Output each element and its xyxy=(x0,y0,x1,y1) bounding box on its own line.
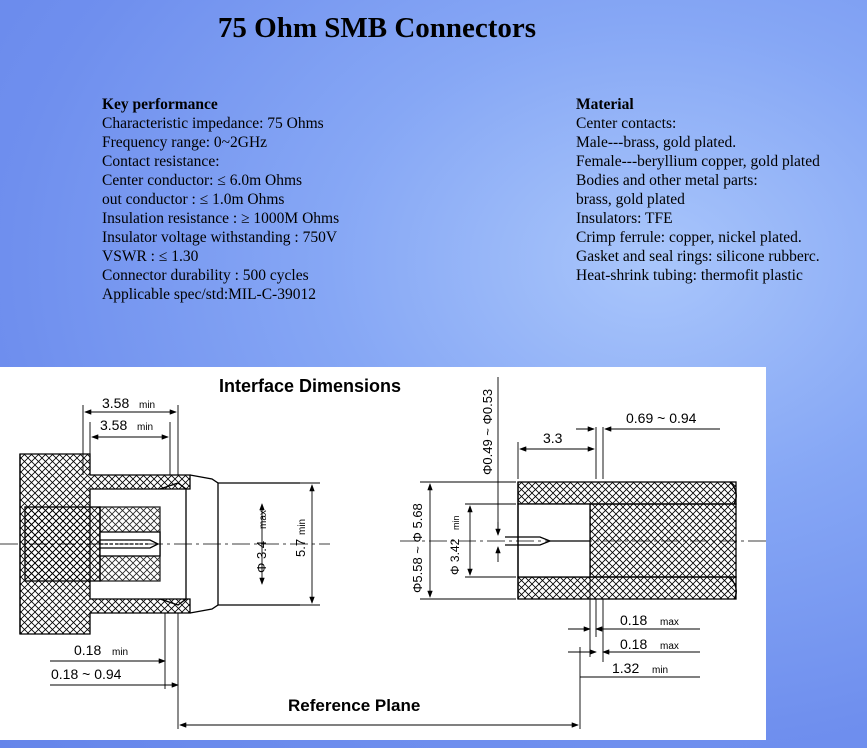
dim-phi049: Φ0.49 ~ Φ0.53 xyxy=(480,389,495,475)
material-line: Heat-shrink tubing: thermofit plastic xyxy=(576,267,803,284)
dim-358-a: 3.58 xyxy=(102,395,129,411)
spec-line: Center conductor: ≤ 6.0m Ohms xyxy=(102,172,303,189)
dim-phi34-sub: max xyxy=(258,510,269,529)
dim-33: 3.3 xyxy=(543,430,563,446)
key-performance-heading: Key performance xyxy=(102,96,218,113)
dim-018-max-b-sub: max xyxy=(660,641,679,652)
spec-line: Insulation resistance : ≥ 1000M Ohms xyxy=(102,210,340,227)
dim-018-min: 0.18 xyxy=(74,642,101,658)
material-line: Gasket and seal rings: silicone rubberc. xyxy=(576,248,820,265)
dim-phi34: Φ 3.4 xyxy=(254,541,269,573)
key-performance-section: Key performance Characteristic impedance… xyxy=(102,95,339,304)
right-connector-body xyxy=(505,481,737,600)
spec-line: VSWR : ≤ 1.30 xyxy=(102,248,199,265)
dim-358-b: 3.58 xyxy=(100,417,127,433)
dim-phi558: Φ5.58 ~ Φ 5.68 xyxy=(410,503,425,593)
interface-dimensions-drawing: Interface Dimensions xyxy=(0,367,766,740)
dim-018-min-sub: min xyxy=(112,647,128,658)
material-section: Material Center contacts: Male---brass, … xyxy=(576,95,820,285)
material-line: Bodies and other metal parts: xyxy=(576,172,758,189)
left-dimension-lines xyxy=(50,405,320,729)
dim-018-max-a-sub: max xyxy=(660,617,679,628)
spec-line: Applicable spec/std:MIL-C-39012 xyxy=(102,286,316,303)
right-dimension-lines xyxy=(420,377,720,729)
spec-line: Insulator voltage withstanding : 750V xyxy=(102,229,338,246)
material-line: Crimp ferrule: copper, nickel plated. xyxy=(576,229,802,246)
page-title: 75 Ohm SMB Connectors xyxy=(217,12,537,44)
material-line: Female---beryllium copper, gold plated xyxy=(576,153,820,170)
dim-069-094: 0.69 ~ 0.94 xyxy=(626,410,697,426)
dim-018-max-a: 0.18 xyxy=(620,612,647,628)
material-line: Insulators: TFE xyxy=(576,210,673,227)
dim-358-a-sub: min xyxy=(139,400,155,411)
material-heading: Material xyxy=(576,96,634,113)
dim-57-sub: min xyxy=(297,519,308,535)
dim-018-094: 0.18 ~ 0.94 xyxy=(51,666,122,682)
dim-132: 1.32 xyxy=(612,660,639,676)
spec-line: Characteristic impedance: 75 Ohms xyxy=(102,115,324,132)
dim-57: 5.7 xyxy=(293,539,308,557)
dim-018-max-b: 0.18 xyxy=(620,636,647,652)
drawing-svg: Interface Dimensions xyxy=(0,376,766,729)
material-line: Center contacts: xyxy=(576,115,677,132)
material-line: brass, gold plated xyxy=(576,191,685,208)
spec-line: out conductor : ≤ 1.0m Ohms xyxy=(102,191,285,208)
dim-phi342-sub: min xyxy=(451,515,461,530)
dim-358-b-sub: min xyxy=(137,422,153,433)
spec-line: Connector durability : 500 cycles xyxy=(102,267,309,284)
reference-plane-label: Reference Plane xyxy=(288,696,420,715)
spec-line: Contact resistance: xyxy=(102,153,220,170)
spec-line: Frequency range: 0~2GHz xyxy=(102,134,268,151)
material-line: Male---brass, gold plated. xyxy=(576,134,737,151)
dim-132-sub: min xyxy=(652,665,668,676)
drawing-title: Interface Dimensions xyxy=(219,376,401,396)
dim-phi342: Φ 3.42 xyxy=(448,538,462,575)
